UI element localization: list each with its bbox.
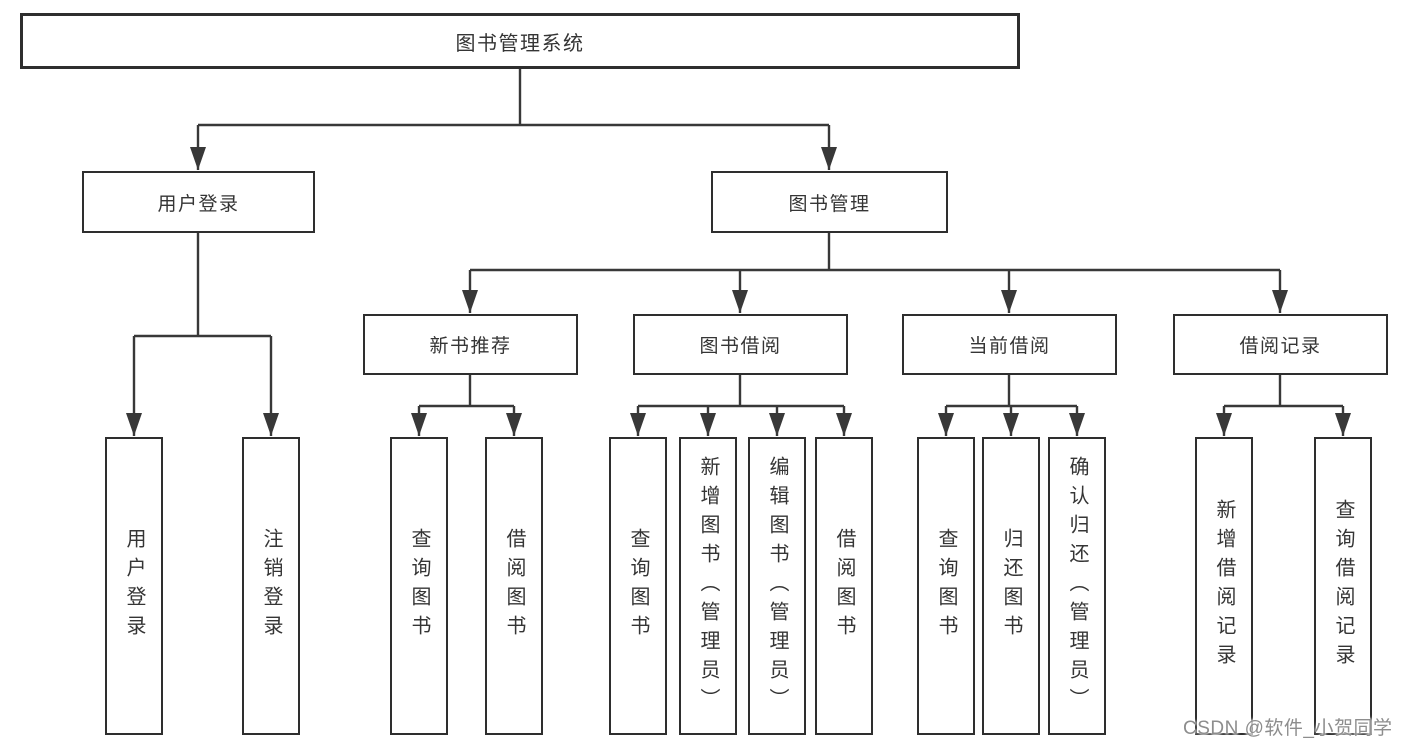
connector-borrowing-records-children [1216,375,1351,436]
node-book-management: 图书管理 [711,171,948,233]
node-new-book-recommend-label: 新书推荐 [429,336,512,357]
leaf-current-query-books-label: 查询图书 [935,528,957,644]
connector-book-borrowing-children [630,375,852,436]
leaf-records-add-record-label: 新增借阅记录 [1213,499,1235,673]
leaf-borrow-edit-books-admin-label: 编辑图书（管理员） [766,455,788,717]
leaf-borrow-query-books: 查询图书 [609,437,667,735]
leaf-newrec-borrow-books: 借阅图书 [485,437,543,735]
node-library-system: 图书管理系统 [20,13,1020,69]
leaf-current-confirm-return-admin-label: 确认归还（管理员） [1066,455,1088,717]
leaf-newrec-query-books-label: 查询图书 [408,528,430,644]
leaf-current-return-books: 归还图书 [982,437,1040,735]
leaf-logout-label: 注销登录 [260,528,282,644]
node-borrowing-records-label: 借阅记录 [1239,336,1322,357]
node-current-borrowing-label: 当前借阅 [968,336,1051,357]
node-book-borrowing-label: 图书借阅 [699,336,782,357]
leaf-current-query-books: 查询图书 [917,437,975,735]
node-book-borrowing: 图书借阅 [633,314,848,375]
leaf-borrow-add-books-admin: 新增图书（管理员） [679,437,737,735]
leaf-records-query-record: 查询借阅记录 [1314,437,1372,735]
node-current-borrowing: 当前借阅 [902,314,1117,375]
leaf-logout: 注销登录 [242,437,300,735]
node-new-book-recommend: 新书推荐 [363,314,578,375]
leaf-records-query-record-label: 查询借阅记录 [1332,499,1354,673]
leaf-borrow-edit-books-admin: 编辑图书（管理员） [748,437,806,735]
connector-user-login-children [126,233,279,436]
connector-root-to-level2 [190,68,837,170]
csdn-watermark: CSDN @软件_小贺同学 [1183,718,1393,739]
leaf-borrow-borrow-books-label: 借阅图书 [833,528,855,644]
leaf-user-login: 用户登录 [105,437,163,735]
connector-new-book-recommend-children [411,375,522,436]
leaf-borrow-query-books-label: 查询图书 [627,528,649,644]
leaf-current-return-books-label: 归还图书 [1000,528,1022,644]
node-library-system-label: 图书管理系统 [455,32,585,55]
node-user-login-branch: 用户登录 [82,171,315,233]
leaf-newrec-query-books: 查询图书 [390,437,448,735]
leaf-borrow-borrow-books: 借阅图书 [815,437,873,735]
node-book-management-label: 图书管理 [788,193,871,215]
connector-current-borrowing-children [938,375,1085,436]
leaf-records-add-record: 新增借阅记录 [1195,437,1253,735]
leaf-current-confirm-return-admin: 确认归还（管理员） [1048,437,1106,735]
node-borrowing-records: 借阅记录 [1173,314,1388,375]
node-user-login-branch-label: 用户登录 [157,193,240,215]
leaf-newrec-borrow-books-label: 借阅图书 [503,528,525,644]
leaf-user-login-label: 用户登录 [123,528,145,644]
connector-book-management-children [462,233,1288,313]
leaf-borrow-add-books-admin-label: 新增图书（管理员） [697,455,719,717]
